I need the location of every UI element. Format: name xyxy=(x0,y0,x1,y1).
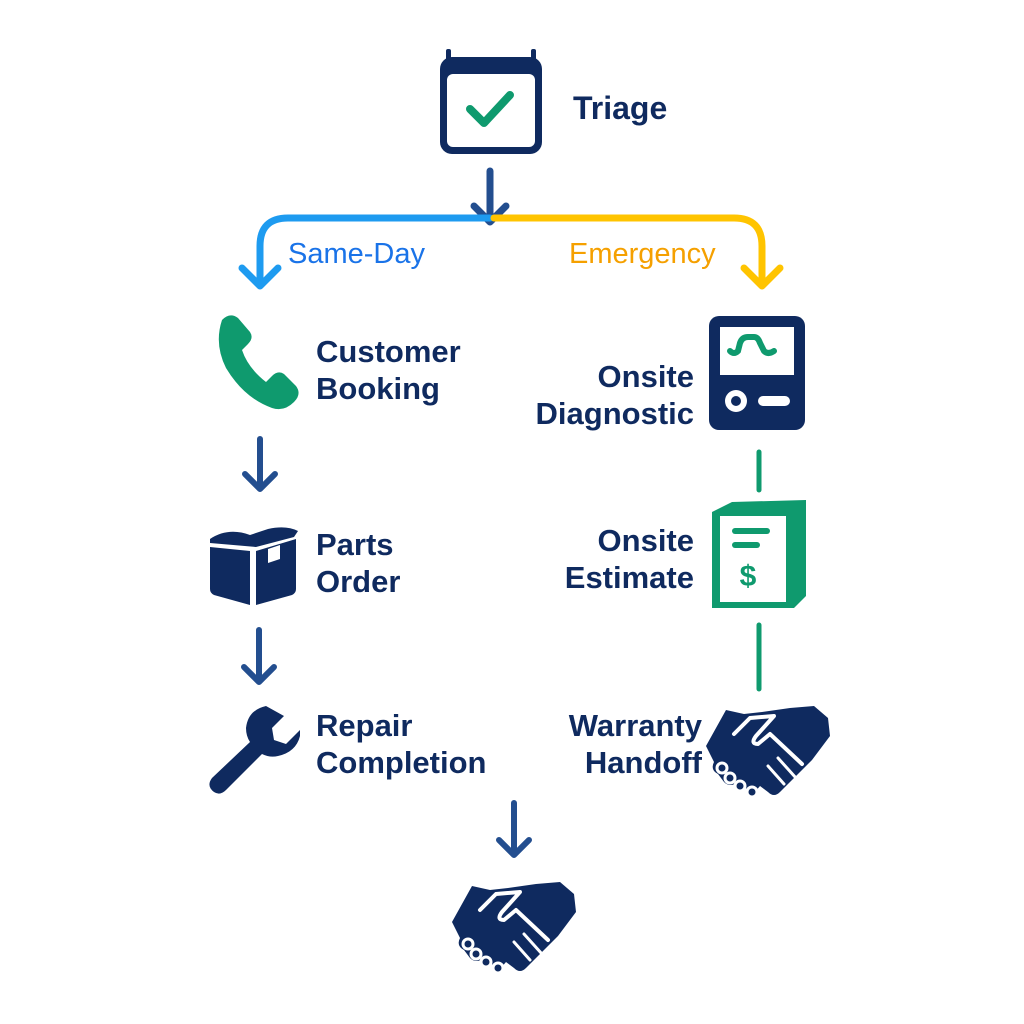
step-repair-completion: Repair Completion xyxy=(316,707,487,781)
step-line2: Order xyxy=(316,564,401,599)
branch-label-emergency: Emergency xyxy=(569,238,716,270)
branch-label-same-day: Same-Day xyxy=(288,238,425,270)
step-line1: Customer xyxy=(316,334,461,369)
step-line2: Completion xyxy=(316,745,487,780)
step-line2: Handoff xyxy=(584,745,702,780)
step-line1: Repair xyxy=(316,708,413,743)
step-line1: Onsite xyxy=(597,359,694,394)
phone-icon xyxy=(218,315,299,410)
svg-text:$: $ xyxy=(740,560,757,593)
step-line2: Estimate xyxy=(564,560,694,595)
step-warranty-handoff: Warranty Handoff xyxy=(569,707,702,781)
step-line1: Onsite xyxy=(597,523,694,558)
wrench-icon xyxy=(209,706,300,794)
branch-right-connector xyxy=(490,214,784,290)
step-onsite-estimate: Onsite Estimate xyxy=(565,522,694,596)
calendar-check-icon xyxy=(440,49,542,154)
step-parts-order: Parts Order xyxy=(316,526,400,600)
triage-text: Triage xyxy=(573,90,668,126)
invoice-dollar-icon: $ xyxy=(712,500,806,608)
down-arrow-icon xyxy=(242,436,278,492)
down-arrow-icon xyxy=(241,627,277,685)
connector-line xyxy=(756,449,762,493)
down-arrow-icon xyxy=(470,167,510,226)
step-customer-booking: Customer Booking xyxy=(316,333,461,407)
connector-line xyxy=(756,622,762,692)
branch-left-connector xyxy=(238,214,494,290)
handshake-icon xyxy=(452,882,576,975)
step-line1: Warranty xyxy=(568,708,702,743)
step-line2: Booking xyxy=(316,371,440,406)
handshake-icon xyxy=(706,706,830,799)
triage-label: Triage xyxy=(573,90,667,127)
box-icon xyxy=(210,527,298,605)
step-onsite-diagnostic: Onsite Diagnostic xyxy=(536,358,694,432)
step-line1: Parts xyxy=(316,527,394,562)
down-arrow-icon xyxy=(496,800,532,858)
step-line2: Diagnostic xyxy=(535,396,694,431)
diagnostic-device-icon xyxy=(709,316,805,430)
